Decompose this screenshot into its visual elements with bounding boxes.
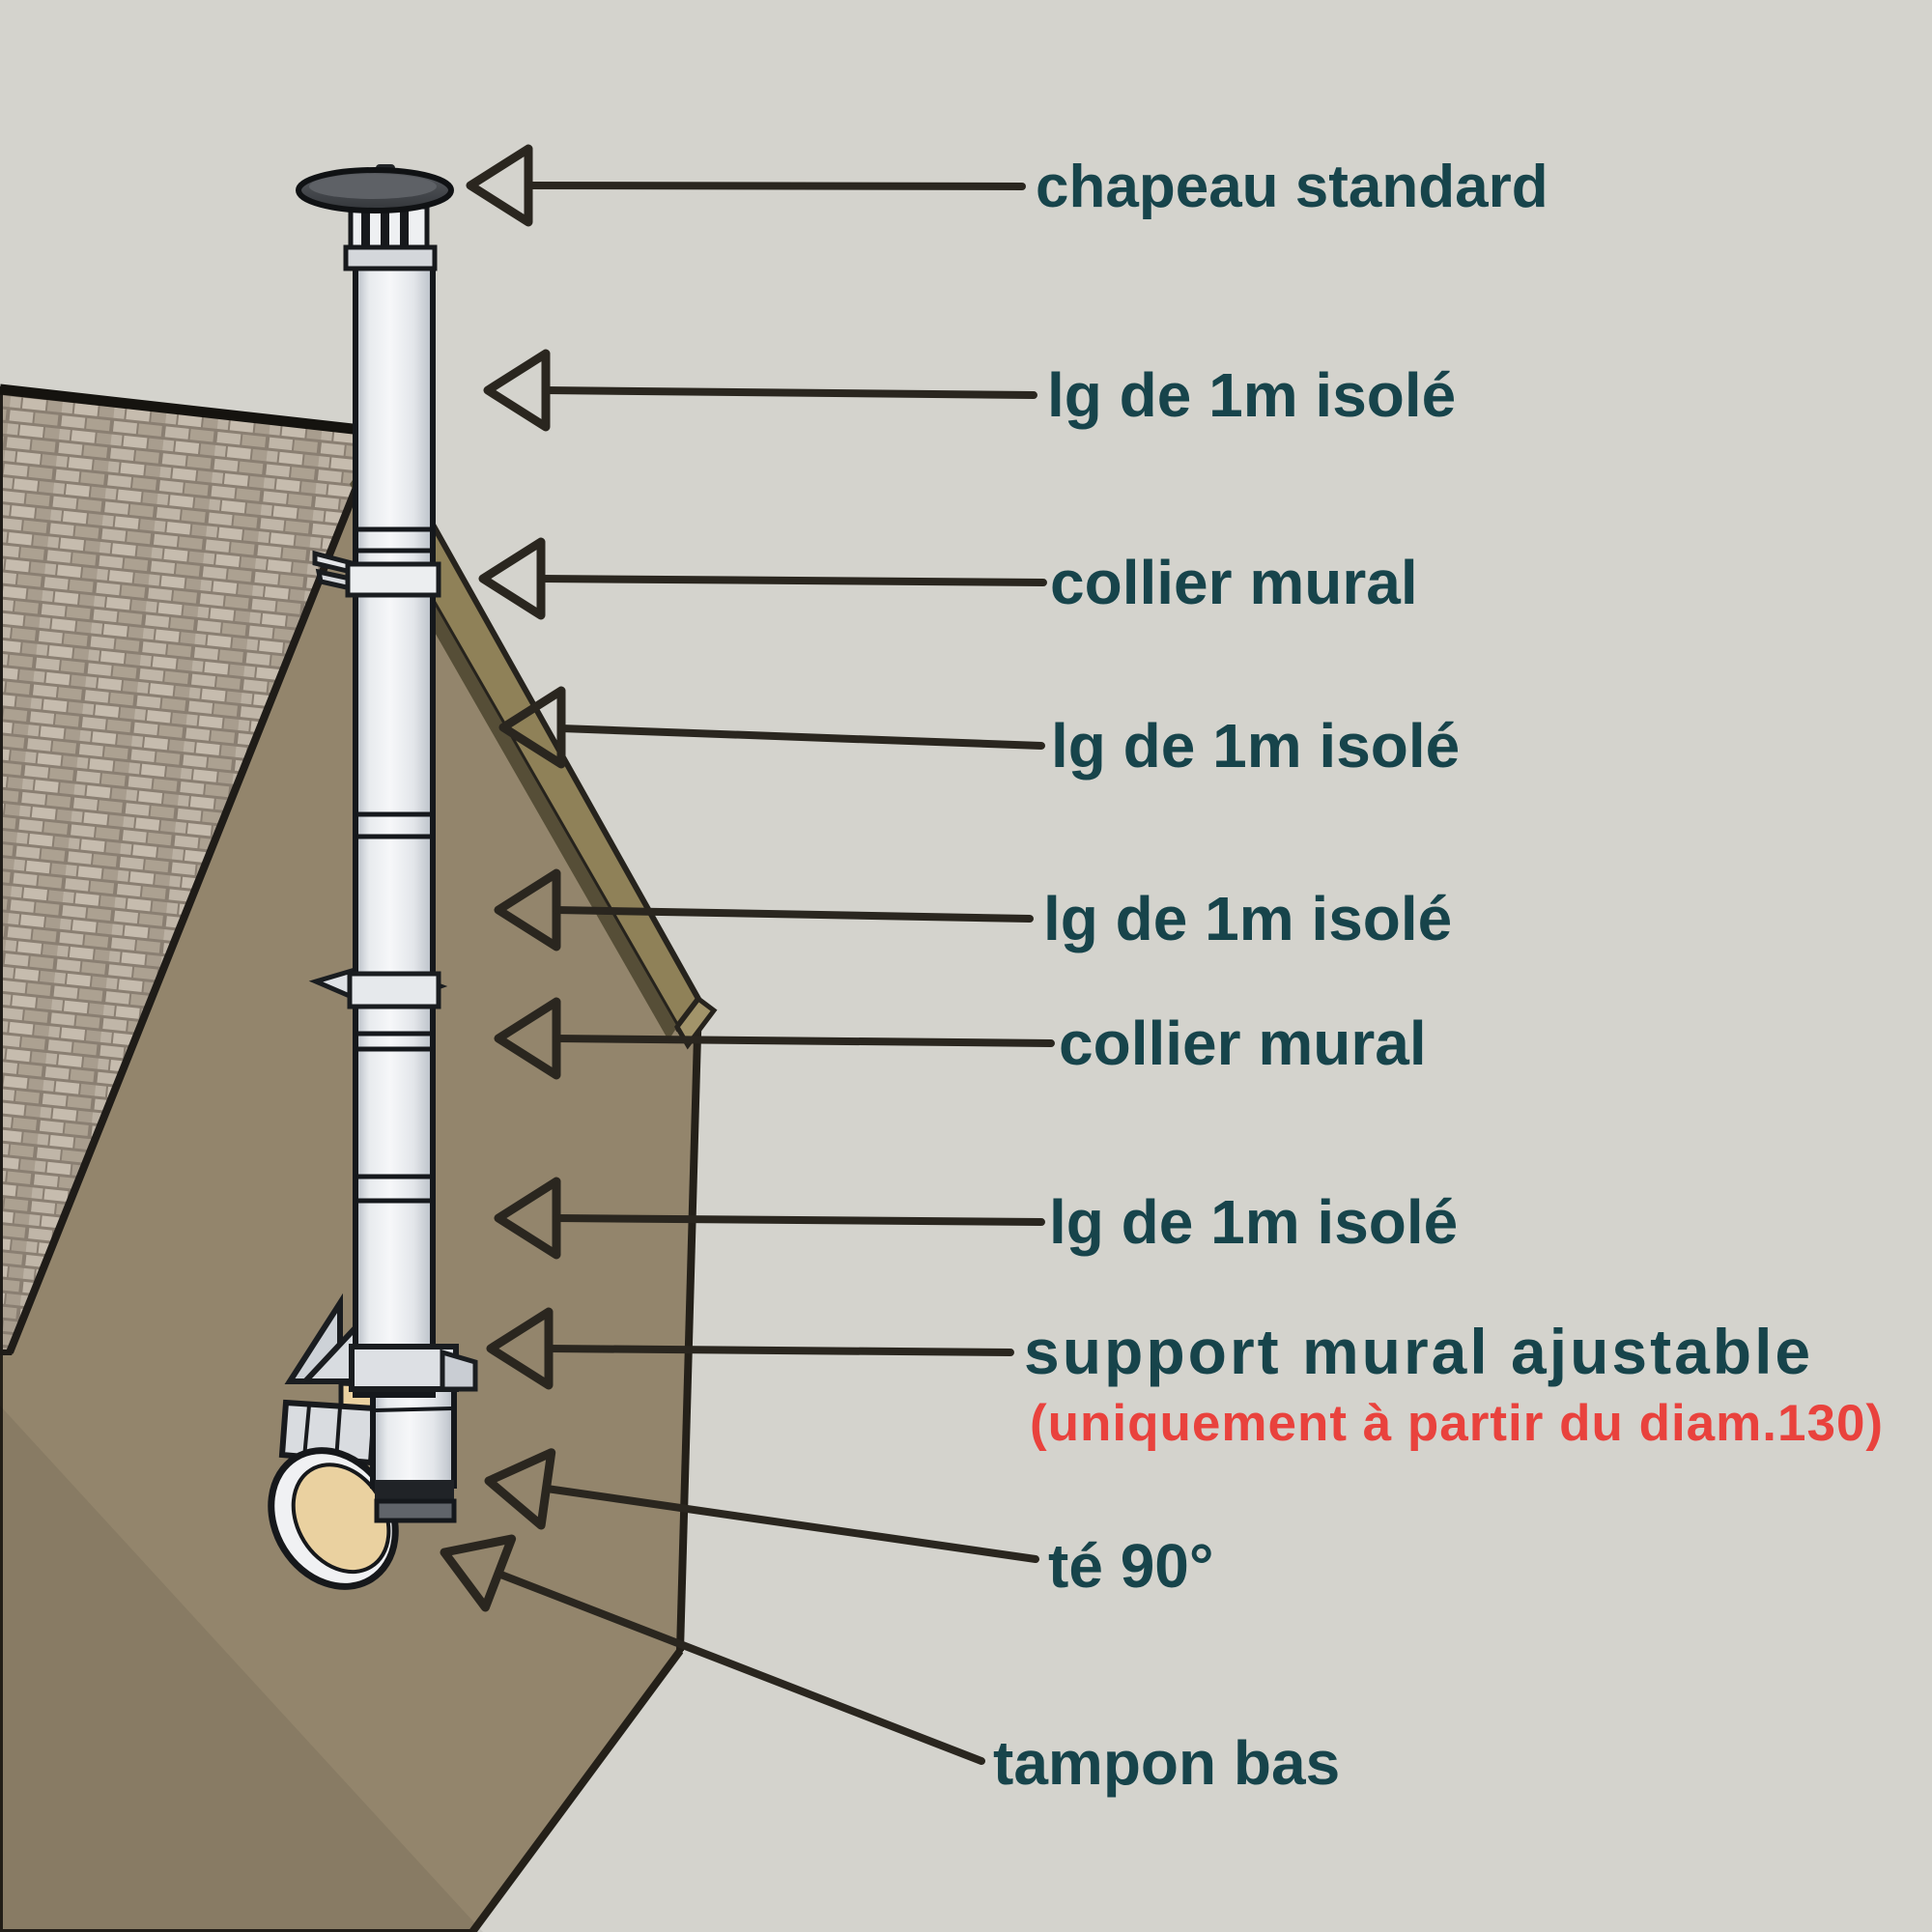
label-text: tampon bas bbox=[993, 1728, 1340, 1798]
house bbox=[0, 384, 718, 1932]
label-text: lg de 1m isolé bbox=[1043, 884, 1452, 953]
chimney-cap bbox=[296, 164, 454, 271]
leader-line bbox=[525, 182, 1026, 190]
leader-line bbox=[553, 1214, 1045, 1226]
annotation-lg-1m-isole-3: lg de 1m isolé bbox=[494, 868, 1452, 953]
label-text: chapeau standard bbox=[1036, 154, 1548, 220]
leader-line bbox=[553, 1035, 1055, 1047]
annotation-lg-1m-isole-4: lg de 1m isolé bbox=[494, 1177, 1458, 1260]
label-text: té 90° bbox=[1048, 1531, 1213, 1601]
roof-ridge-line bbox=[0, 384, 380, 438]
label-text: support mural ajustable bbox=[1024, 1316, 1813, 1387]
label-text: collier mural bbox=[1059, 1009, 1427, 1078]
tee-elbow bbox=[268, 1399, 399, 1590]
leader-line bbox=[557, 724, 1045, 750]
annotation-collier-mural-1: collier mural bbox=[478, 537, 1418, 620]
leader-line bbox=[553, 906, 1034, 923]
label-text: collier mural bbox=[1050, 548, 1418, 617]
leader-line bbox=[545, 1345, 1014, 1356]
annotation-support-mural-ajustable: support mural ajustable (uniquement à pa… bbox=[486, 1307, 1884, 1452]
tampon-bas-cap bbox=[375, 1480, 454, 1501]
wall-corner-edge bbox=[676, 1000, 702, 1652]
label-text: lg de 1m isolé bbox=[1049, 1187, 1458, 1257]
annotations: chapeau standard lg de 1m isolé collier … bbox=[440, 144, 1884, 1798]
label-text: lg de 1m isolé bbox=[1051, 711, 1460, 781]
wall-bottom-edge bbox=[469, 1648, 684, 1932]
label-note-text: (uniquement à partir du diam.130) bbox=[1030, 1395, 1884, 1452]
wall-collar-1-ring bbox=[345, 561, 441, 598]
tee-90 bbox=[370, 1386, 457, 1523]
annotation-lg-1m-isole-2: lg de 1m isolé bbox=[498, 686, 1460, 781]
annotation-te-90: té 90° bbox=[484, 1448, 1213, 1601]
gable-wall-shade bbox=[0, 1406, 483, 1932]
annotation-chapeau-standard: chapeau standard bbox=[466, 144, 1548, 227]
wall-collar-2-ring bbox=[347, 971, 441, 1009]
leader-line bbox=[537, 575, 1047, 586]
roof-verge-left-line bbox=[6, 430, 383, 1354]
annotation-lg-1m-isole-1: lg de 1m isolé bbox=[483, 349, 1456, 432]
flue-pipe bbox=[353, 262, 436, 1398]
annotation-tampon-bas: tampon bas bbox=[440, 1534, 1340, 1798]
label-text: lg de 1m isolé bbox=[1047, 360, 1456, 430]
chimney-flue bbox=[268, 164, 478, 1590]
support-collar bbox=[349, 1344, 478, 1392]
annotation-collier-mural-2: collier mural bbox=[494, 997, 1427, 1080]
leader-line bbox=[543, 1485, 1039, 1563]
leader-line bbox=[542, 386, 1037, 399]
leader-line bbox=[495, 1570, 985, 1765]
